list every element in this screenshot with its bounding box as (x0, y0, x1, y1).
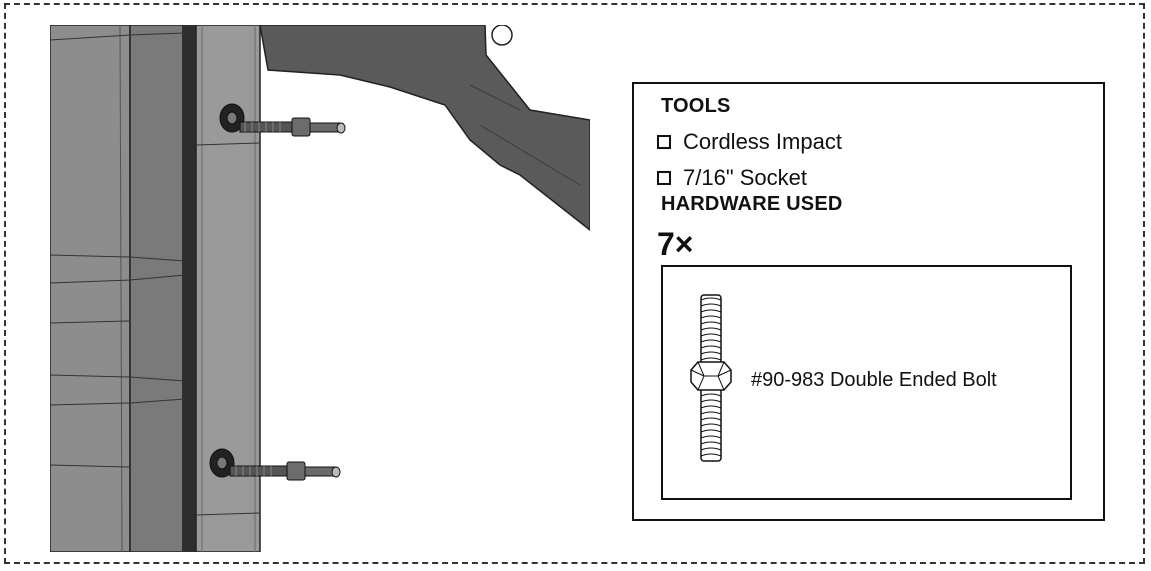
bottom-bolt (209, 448, 341, 481)
hardware-heading: HARDWARE USED (661, 193, 843, 215)
frame-post-with-bolts-illustration (50, 25, 590, 552)
hardware-quantity: 7× (657, 226, 694, 262)
tool-item-socket: 7/16" Socket (657, 165, 807, 191)
tools-heading: TOOLS (661, 95, 731, 117)
tool-item-label: Cordless Impact (683, 129, 842, 154)
dashed-frame (4, 3, 1145, 564)
checkbox-icon (657, 135, 671, 149)
tool-item-cordless-impact: Cordless Impact (657, 129, 842, 155)
hardware-part-label: #90-983 Double Ended Bolt (751, 369, 997, 391)
tools-hardware-panel (632, 82, 1105, 521)
double-ended-bolt-icon (690, 294, 732, 462)
hardware-item-box (661, 265, 1072, 500)
top-bolt (219, 103, 346, 137)
checkbox-icon (657, 171, 671, 185)
tool-item-label: 7/16" Socket (683, 165, 807, 190)
